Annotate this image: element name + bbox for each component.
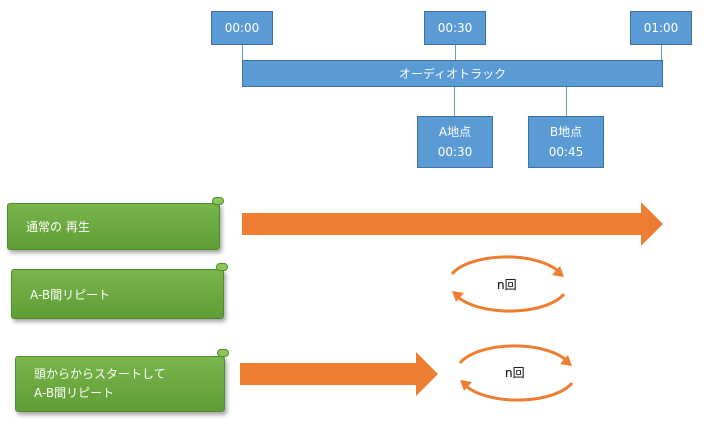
audio-track-bar: オーディオトラック bbox=[242, 60, 663, 87]
normal-playback-label: 通常の 再生 bbox=[7, 203, 220, 250]
point-b-box: B地点 00:45 bbox=[528, 116, 604, 168]
scroll-curl-icon bbox=[212, 197, 224, 205]
time-marker-00-30: 00:30 bbox=[424, 11, 486, 45]
start-then-ab-label: 頭からからスタートして A-B間リピート bbox=[15, 356, 225, 412]
ab-repeat-text: A-B間リピート bbox=[30, 287, 111, 302]
connector-point-a bbox=[454, 87, 455, 116]
repeat-cycle-icon bbox=[450, 255, 566, 313]
connector-00-00 bbox=[242, 45, 243, 60]
repeat-cycle-icon bbox=[458, 344, 574, 402]
point-a-box: A地点 00:30 bbox=[417, 116, 493, 168]
normal-playback-arrow bbox=[242, 202, 663, 246]
connector-01-00 bbox=[661, 45, 662, 60]
connector-point-b bbox=[566, 87, 567, 116]
start-then-ab-line1: 頭からからスタートして bbox=[34, 367, 166, 381]
point-b-time: 00:45 bbox=[548, 145, 584, 159]
repeat-count-label: n回 bbox=[505, 366, 525, 380]
scroll-curl-icon bbox=[216, 263, 228, 271]
repeat-count-label: n回 bbox=[497, 278, 517, 292]
scroll-curl-icon bbox=[217, 349, 229, 357]
ab-repeat-label: A-B間リピート bbox=[11, 269, 224, 319]
start-then-ab-line2: A-B間リピート bbox=[34, 386, 115, 400]
point-a-time: 00:30 bbox=[437, 145, 473, 159]
intro-playback-arrow bbox=[240, 352, 438, 396]
connector-00-30 bbox=[455, 45, 456, 60]
point-a-label: A地点 bbox=[438, 125, 472, 139]
normal-playback-text: 通常の 再生 bbox=[26, 220, 90, 234]
time-marker-01-00: 01:00 bbox=[630, 11, 692, 45]
time-marker-00-00: 00:00 bbox=[211, 11, 273, 45]
point-b-label: B地点 bbox=[549, 125, 583, 139]
